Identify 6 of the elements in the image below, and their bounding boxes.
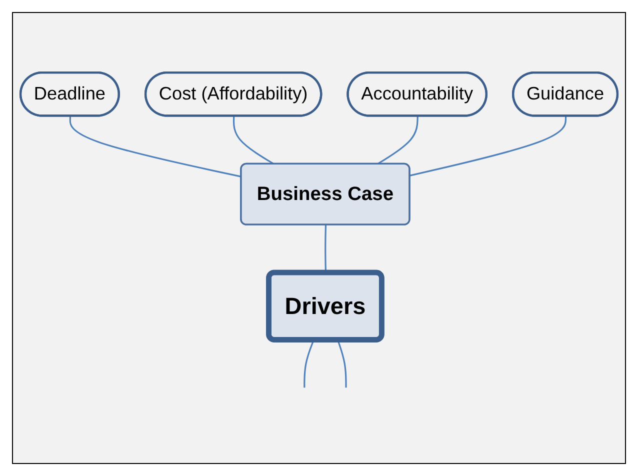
connector (69, 116, 242, 178)
connector (376, 116, 418, 166)
connector (410, 116, 567, 177)
connector (337, 340, 347, 388)
connector (232, 116, 275, 166)
connector (304, 340, 314, 388)
